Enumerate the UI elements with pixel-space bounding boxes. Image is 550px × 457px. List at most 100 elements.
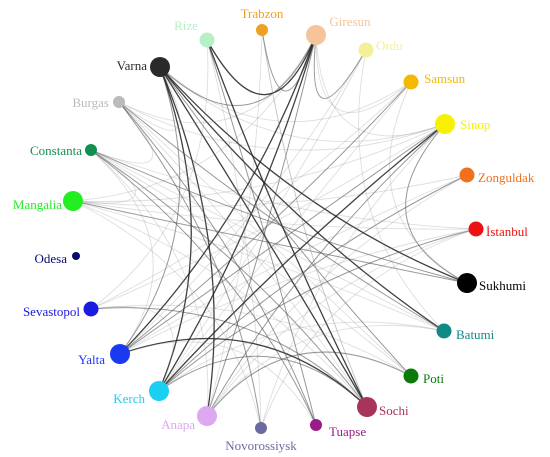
- edge-varna-sochi: [159, 66, 368, 408]
- edge-rize-novorossiysk: [206, 39, 262, 429]
- edge-poti-sevastopol: [90, 304, 412, 377]
- node-label-sevastopol: Sevastopol: [23, 304, 80, 319]
- edge-yalta-istanbul: [119, 228, 477, 355]
- edge-kerch-sochi: [158, 355, 368, 408]
- edge-zonguldak-yalta: [119, 174, 468, 355]
- node-novorossiysk: [255, 422, 267, 434]
- edge-batumi-ordu: [358, 49, 445, 332]
- node-sevastopol: [83, 301, 99, 317]
- node-odesa: [72, 252, 80, 260]
- edge-sinop-novorossiysk: [260, 123, 446, 429]
- edge-giresun-rize: [206, 34, 317, 96]
- edge-sinop-anapa: [206, 123, 446, 417]
- edge-sinop-mangalia: [72, 123, 446, 202]
- node-ordu: [358, 42, 374, 58]
- edge-samsun-yalta: [119, 81, 412, 355]
- edge-sevastopol-rize: [90, 39, 209, 310]
- edge-sochi-trabzon: [261, 29, 368, 408]
- node-label-odesa: Odesa: [35, 251, 68, 266]
- edge-sukhumi-sinop: [405, 123, 468, 284]
- edge-poti-burgas: [118, 101, 412, 377]
- edge-sochi-sevastopol: [90, 307, 368, 408]
- edge-tuapse-constanta: [90, 149, 317, 426]
- node-giresun: [306, 25, 326, 45]
- edge-sukhumi-constanta: [90, 149, 468, 284]
- node-sochi: [357, 397, 377, 417]
- node-mangalia: [63, 191, 83, 211]
- edge-mangalia-constanta: [72, 149, 136, 204]
- edge-zonguldak-kerch: [158, 174, 468, 392]
- node-label-zonguldak: Zonguldak: [478, 170, 535, 185]
- edge-kerch-sevastopol: [90, 306, 174, 392]
- edge-istanbul-anapa: [206, 228, 477, 417]
- edge-varna-kerch: [158, 66, 192, 392]
- node-rize: [199, 32, 215, 48]
- node-layer: [63, 24, 484, 434]
- edge-giresun-samsun: [315, 34, 412, 113]
- node-batumi: [436, 323, 452, 339]
- node-anapa: [197, 406, 217, 426]
- edge-giresun-kerch: [158, 34, 317, 392]
- edge-giresun-mangalia: [72, 34, 317, 202]
- edge-batumi-mangalia: [72, 200, 445, 332]
- node-label-constanta: Constanta: [30, 143, 82, 158]
- label-layer: Varna Rize TrabzonGiresunOrduSamsunSinopZo…: [13, 6, 535, 453]
- node-burgas: [113, 96, 125, 108]
- edge-sukhumi-mangalia: [72, 200, 468, 284]
- edge-varna-sinop: [159, 66, 446, 142]
- edge-anapa-constanta: [90, 149, 209, 417]
- node-label-mangalia: Mangalia: [13, 197, 62, 212]
- node-trabzon: [256, 24, 268, 36]
- edge-trabzon-sochi: [261, 29, 368, 408]
- edge-sochi-mangalia: [72, 200, 368, 408]
- node-label-varna: Varna: [117, 58, 148, 73]
- node-label-rize: Rize: [174, 18, 198, 33]
- edge-sochi-burgas: [118, 101, 368, 408]
- edge-giresun-burgas: [118, 34, 317, 124]
- edge-varna-burgas: [118, 66, 181, 131]
- edge-varna-anapa: [159, 66, 215, 417]
- edge-anapa-poti: [206, 351, 412, 417]
- edge-varna-batumi: [159, 66, 445, 332]
- node-label-ordu: Ordu: [376, 38, 403, 53]
- edge-tuapse-yalta: [119, 341, 317, 426]
- node-poti: [403, 368, 419, 384]
- node-sukhumi: [457, 273, 477, 293]
- node-zonguldak: [459, 167, 475, 183]
- node-label-samsun: Samsun: [424, 71, 466, 86]
- node-label-burgas: Burgas: [72, 95, 109, 110]
- node-label-novorossiysk: Novorossiysk: [225, 438, 297, 453]
- edge-batumi-burgas: [118, 101, 445, 332]
- edge-anapa-batumi: [206, 325, 445, 417]
- node-kerch: [149, 381, 169, 401]
- edge-tuapse-burgas: [118, 101, 317, 426]
- edge-giresun-trabzon: [261, 29, 317, 92]
- edge-ordu-kerch: [158, 49, 367, 392]
- edge-burgas-constanta: [90, 101, 154, 164]
- edge-rize-tuapse: [206, 39, 317, 426]
- edge-sinop-sevastopol: [90, 123, 446, 310]
- node-samsun: [403, 74, 419, 90]
- node-label-poti: Poti: [423, 371, 444, 386]
- node-sinop: [435, 114, 455, 134]
- edge-varna-sukhumi: [159, 66, 468, 284]
- edge-zonguldak-mangalia: [72, 174, 468, 207]
- edge-varna-poti: [159, 66, 412, 377]
- edge-trabzon-anapa: [206, 29, 263, 417]
- node-label-sochi: Sochi: [379, 403, 409, 418]
- node-label-sinop: Sinop: [460, 117, 490, 132]
- node-label-kerch: Kerch: [113, 391, 145, 406]
- edge-novorossiysk-mangalia: [72, 200, 262, 429]
- node-label-yalta: Yalta: [78, 352, 105, 367]
- node-istanbul: [468, 221, 484, 237]
- node-label-anapa: Anapa: [161, 417, 195, 432]
- edge-giresun-anapa: [206, 34, 317, 417]
- edge-sinop-kerch: [158, 123, 446, 392]
- edge-batumi-constanta: [90, 149, 445, 332]
- node-label-trabzon: Trabzon: [241, 6, 284, 21]
- edge-sinop-yalta: [119, 123, 446, 355]
- edge-istanbul-kerch: [158, 228, 477, 392]
- node-label-tuapse: Tuapse: [329, 424, 366, 439]
- node-label-giresun: Giresun: [329, 14, 371, 29]
